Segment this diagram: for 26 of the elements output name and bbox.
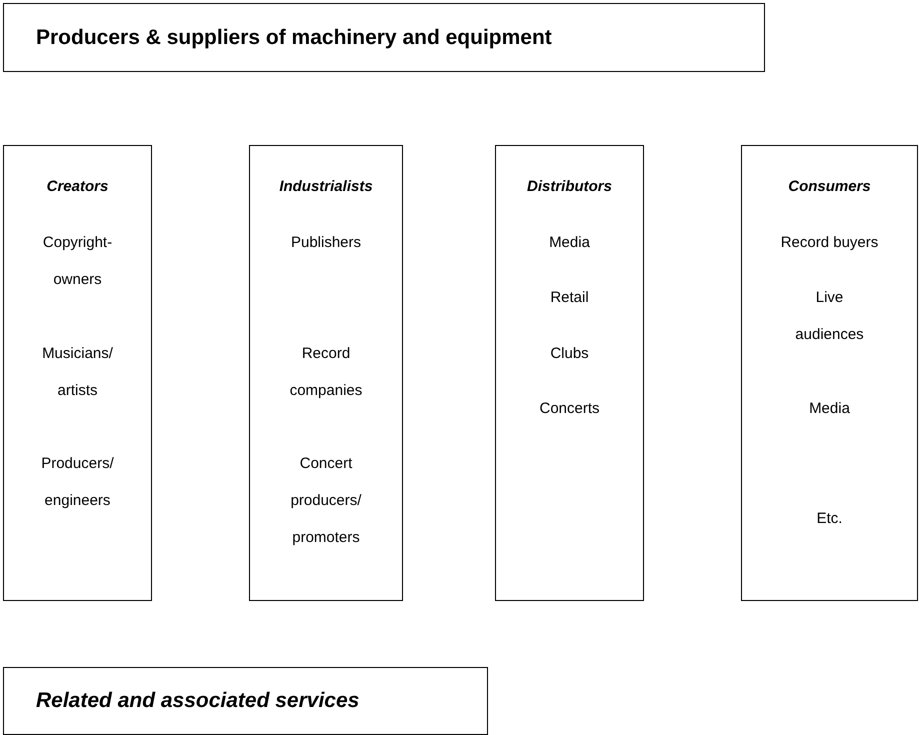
column-item: Record companies [288, 344, 364, 400]
column-item: Musicians/ artists [41, 344, 114, 400]
column-item: Concert producers/ promoters [290, 454, 362, 548]
column-item: Concerts [538, 398, 601, 418]
column-item: Media [808, 398, 851, 418]
column-item: Copyright-owners [42, 232, 114, 290]
category-box [3, 667, 488, 735]
column-item: Clubs [549, 344, 590, 364]
column-item: Etc. [816, 508, 844, 528]
category-box [3, 3, 765, 72]
column-box [3, 145, 152, 601]
box-title: Producers & suppliers of machinery and equipment [36, 26, 552, 50]
box-title: Related and associated services [36, 689, 360, 713]
column-item: Retail [549, 288, 590, 308]
column-heading: Consumers [787, 176, 872, 196]
column-item: Live audiences [794, 288, 865, 344]
column-box [249, 145, 403, 601]
column-heading: Distributors [526, 176, 613, 196]
column-item: Producers/ engineers [40, 454, 115, 510]
column-box [495, 145, 644, 601]
column-box [741, 145, 918, 601]
column-item: Publishers [290, 232, 362, 252]
column-item: Record buyers [780, 232, 880, 252]
column-heading: Industrialists [278, 176, 374, 196]
column-heading: Creators [46, 176, 110, 196]
column-item: Media [548, 232, 591, 252]
